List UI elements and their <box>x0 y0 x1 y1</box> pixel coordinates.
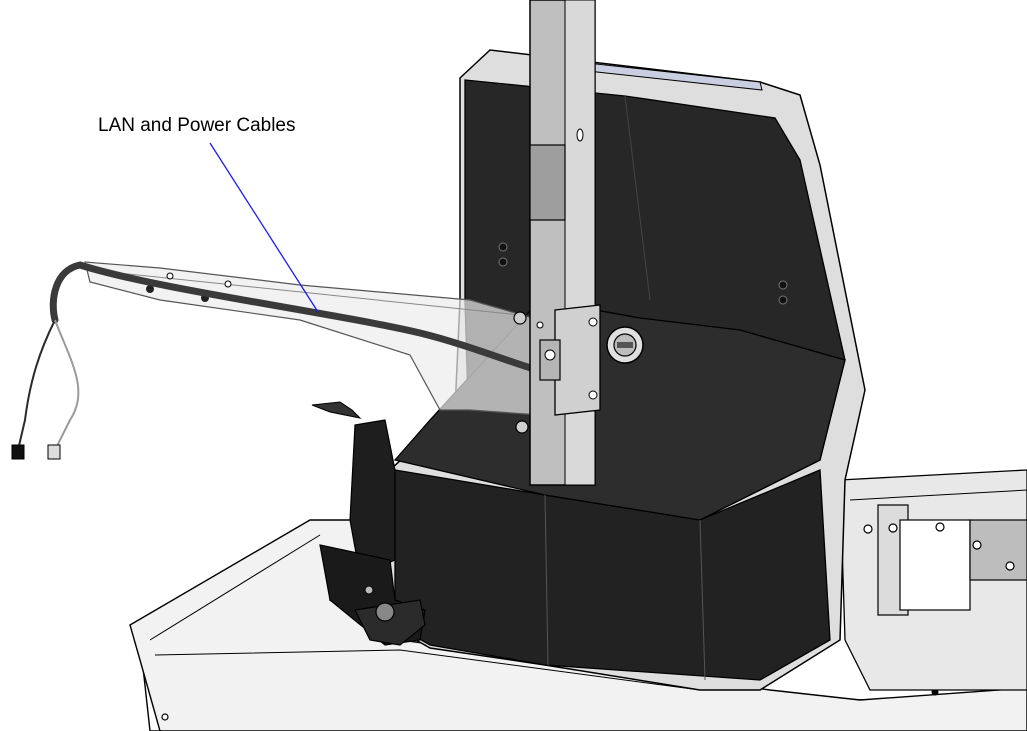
callout-leader-line <box>209 142 319 313</box>
mounting-post <box>513 0 601 486</box>
hinge-bracket <box>311 401 426 646</box>
callout: LAN and Power Cables <box>98 115 319 313</box>
lan-connector <box>47 444 61 460</box>
cables <box>11 261 559 460</box>
side-frame <box>839 469 1027 691</box>
power-connector <box>11 444 25 460</box>
callout-label: LAN and Power Cables <box>98 115 296 136</box>
